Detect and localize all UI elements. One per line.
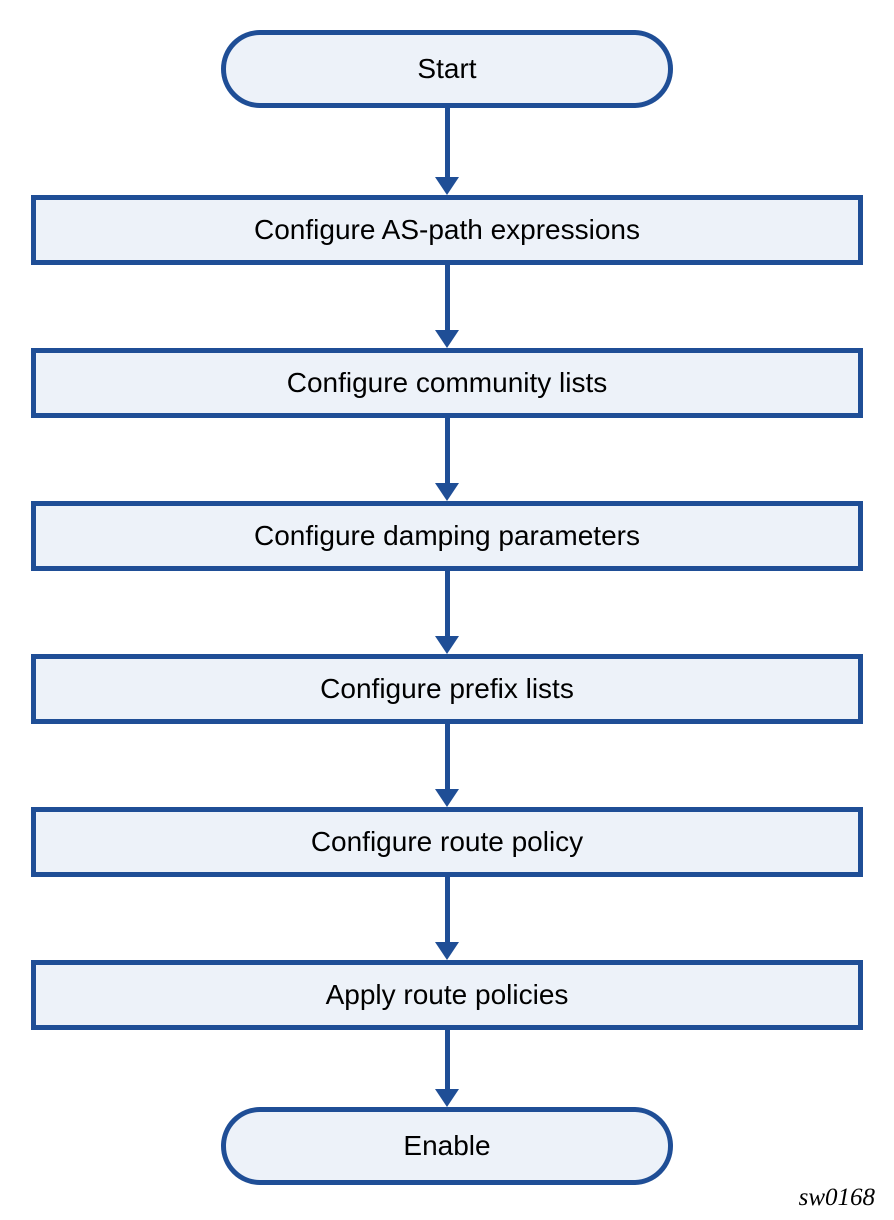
node-start-label: Start: [417, 53, 477, 84]
node-enable-label: Enable: [403, 1130, 491, 1161]
arrow-start-to-as-path: [435, 108, 459, 195]
node-enable: Enable: [221, 1107, 673, 1185]
node-route-policy-label: Configure route policy: [310, 826, 584, 857]
node-apply-policies-label: Apply route policies: [325, 979, 569, 1010]
node-as-path-label: Configure AS-path expressions: [254, 214, 640, 245]
arrow-shaft: [444, 724, 450, 789]
arrow-route-policy-to-apply: [435, 877, 459, 960]
node-damping: Configure damping parameters: [31, 501, 863, 571]
node-prefix-label: Configure prefix lists: [320, 673, 574, 704]
node-prefix: Configure prefix lists: [31, 654, 863, 724]
arrow-shaft: [444, 571, 450, 636]
arrow-head-icon: [435, 483, 459, 501]
arrow-shaft: [444, 265, 450, 330]
arrow-head-icon: [435, 636, 459, 654]
node-community: Configure community lists: [31, 348, 863, 418]
node-community-label: Configure community lists: [286, 367, 608, 398]
arrow-shaft: [444, 108, 450, 177]
arrow-shaft: [444, 418, 450, 483]
arrow-community-to-damping: [435, 418, 459, 501]
arrow-head-icon: [435, 942, 459, 960]
arrow-head-icon: [435, 789, 459, 807]
figure-code: sw0168: [798, 1184, 875, 1211]
arrow-as-path-to-community: [435, 265, 459, 348]
arrow-head-icon: [435, 177, 459, 195]
arrow-head-icon: [435, 330, 459, 348]
node-route-policy: Configure route policy: [31, 807, 863, 877]
node-damping-label: Configure damping parameters: [254, 520, 640, 551]
arrow-damping-to-prefix: [435, 571, 459, 654]
arrow-shaft: [444, 877, 450, 942]
arrow-prefix-to-route-policy: [435, 724, 459, 807]
node-apply-policies: Apply route policies: [31, 960, 863, 1030]
node-as-path: Configure AS-path expressions: [31, 195, 863, 265]
arrow-head-icon: [435, 1089, 459, 1107]
arrow-apply-to-enable: [435, 1030, 459, 1107]
node-start: Start: [221, 30, 673, 108]
arrow-shaft: [444, 1030, 450, 1089]
